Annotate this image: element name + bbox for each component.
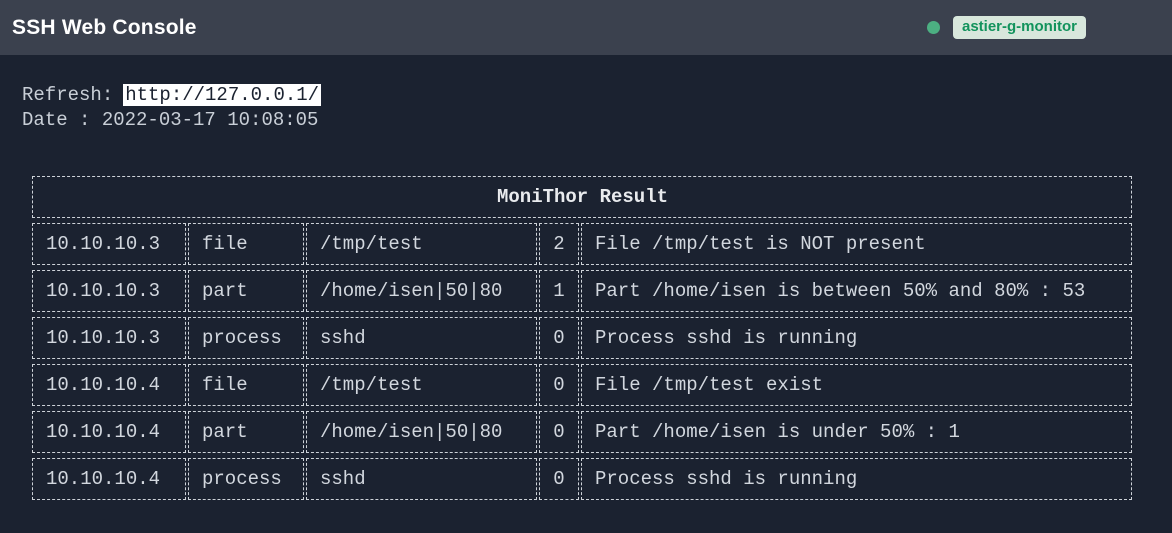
table-body: 10.10.10.3 file /tmp/test 2 File /tmp/te… [32,223,1132,500]
refresh-line: Refresh: http://127.0.0.1/ [22,83,1172,108]
table-row: 10.10.10.3 part /home/isen|50|80 1 Part … [32,270,1132,312]
table-row: 10.10.10.4 file /tmp/test 0 File /tmp/te… [32,364,1132,406]
cell-target: sshd [306,458,537,500]
cell-message: File /tmp/test exist [581,364,1132,406]
cell-target: sshd [306,317,537,359]
cell-host: 10.10.10.4 [32,458,186,500]
cell-message: Process sshd is running [581,458,1132,500]
table-row: 10.10.10.3 process sshd 0 Process sshd i… [32,317,1132,359]
table-title: MoniThor Result [32,176,1132,218]
refresh-url-link[interactable]: http://127.0.0.1/ [123,84,322,106]
cell-code: 0 [539,364,579,406]
cell-code: 1 [539,270,579,312]
cell-host: 10.10.10.4 [32,364,186,406]
cell-check-type: process [188,317,304,359]
cell-code: 0 [539,458,579,500]
cell-check-type: process [188,458,304,500]
cell-message: Process sshd is running [581,317,1132,359]
cell-target: /tmp/test [306,364,537,406]
cell-message: File /tmp/test is NOT present [581,223,1132,265]
cell-check-type: file [188,364,304,406]
header-status-group: astier-g-monitor [926,16,1086,39]
cell-check-type: file [188,223,304,265]
cell-host: 10.10.10.3 [32,223,186,265]
cell-target: /tmp/test [306,223,537,265]
cell-message: Part /home/isen is under 50% : 1 [581,411,1132,453]
cell-code: 0 [539,411,579,453]
cell-message: Part /home/isen is between 50% and 80% :… [581,270,1132,312]
table-title-row: MoniThor Result [32,176,1132,218]
refresh-label: Refresh: [22,84,114,106]
info-section: Refresh: http://127.0.0.1/ Date : 2022-03… [22,83,1172,133]
cell-host: 10.10.10.4 [32,411,186,453]
cell-target: /home/isen|50|80 [306,411,537,453]
cell-check-type: part [188,270,304,312]
cell-host: 10.10.10.3 [32,270,186,312]
cell-check-type: part [188,411,304,453]
table-row: 10.10.10.4 process sshd 0 Process sshd i… [32,458,1132,500]
status-dot-icon [926,21,940,34]
date-line: Date : 2022-03-17 10:08:05 [22,109,319,131]
cell-host: 10.10.10.3 [32,317,186,359]
host-badge: astier-g-monitor [952,16,1086,39]
table-row: 10.10.10.3 file /tmp/test 2 File /tmp/te… [32,223,1132,265]
app-title: SSH Web Console [12,15,197,39]
cell-code: 2 [539,223,579,265]
header-bar: SSH Web Console astier-g-monitor [0,0,1172,55]
cell-code: 0 [539,317,579,359]
table-row: 10.10.10.4 part /home/isen|50|80 0 Part … [32,411,1132,453]
cell-target: /home/isen|50|80 [306,270,537,312]
monitor-result-table: MoniThor Result 10.10.10.3 file /tmp/tes… [30,171,1134,505]
